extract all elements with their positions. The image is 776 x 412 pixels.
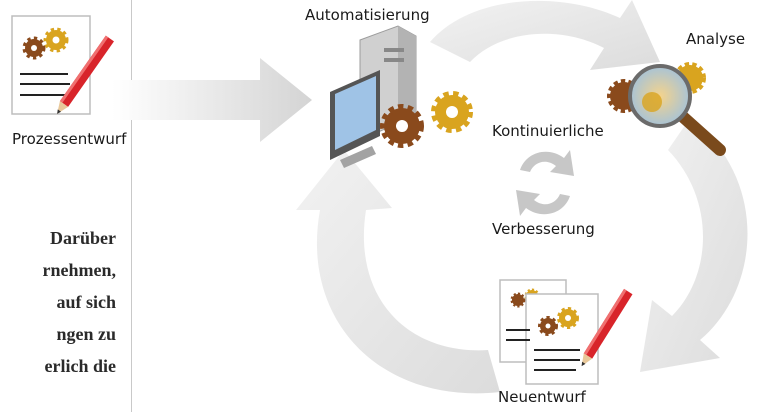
label-new-draft: Neuentwurf — [498, 388, 586, 406]
label-process-draft: Prozessentwurf — [12, 130, 127, 148]
magnifier-icon — [607, 62, 726, 156]
text-line: rnehmen, — [42, 260, 117, 280]
cycle-arrow-right — [640, 118, 748, 372]
process-draft-document-icon — [11, 15, 114, 115]
text-line: Darüber — [50, 228, 116, 248]
pencil-icon — [581, 288, 633, 367]
refresh-cycle-icon — [516, 150, 574, 216]
cycle-arrow-top — [430, 0, 660, 70]
label-automation: Automatisierung — [305, 6, 430, 24]
label-improvement: Verbesserung — [492, 220, 595, 238]
pencil-icon — [57, 35, 114, 114]
body-text-fragment: Darüber rnehmen, auf sich ngen zu erlich… — [0, 222, 117, 382]
new-draft-documents-icon — [499, 279, 633, 385]
label-analysis: Analyse — [686, 30, 746, 48]
gear-icon — [380, 91, 473, 148]
text-line: erlich die — [44, 356, 116, 376]
text-line: auf sich — [56, 292, 116, 312]
cycle-arrows — [296, 0, 748, 394]
label-continuous: Kontinuierliche — [492, 122, 604, 140]
cycle-arrow-left — [296, 150, 500, 394]
text-line: ngen zu — [56, 324, 116, 344]
input-arrow — [112, 58, 312, 142]
column-divider — [131, 0, 132, 412]
